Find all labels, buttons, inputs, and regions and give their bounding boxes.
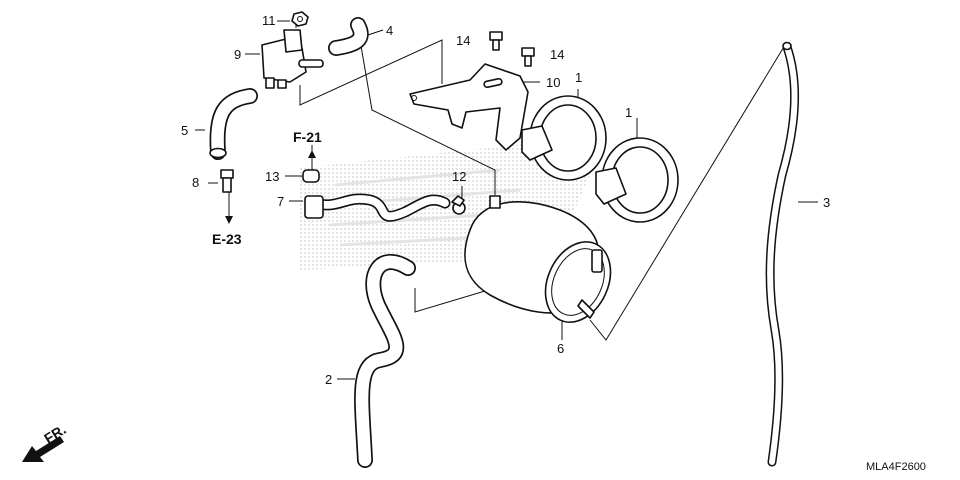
part-number-12: 12 bbox=[452, 169, 466, 184]
front-arrow-icon bbox=[22, 436, 64, 462]
part-12-clip bbox=[451, 195, 466, 215]
part-7-tube bbox=[304, 193, 451, 222]
part-2-bent-hose bbox=[354, 254, 416, 468]
part-number-1-a: 1 bbox=[575, 70, 582, 85]
part-1-band-a bbox=[521, 95, 607, 181]
part-9-solenoid-valve bbox=[261, 29, 324, 89]
part-number-1-b: 1 bbox=[625, 105, 632, 120]
part-number-11: 11 bbox=[262, 13, 276, 28]
part-number-5: 5 bbox=[181, 123, 188, 138]
part-11-nut bbox=[291, 11, 309, 27]
part-number-9: 9 bbox=[234, 47, 241, 62]
part-number-6: 6 bbox=[557, 341, 564, 356]
part-number-10: 10 bbox=[546, 75, 560, 90]
part-number-4: 4 bbox=[386, 23, 393, 38]
part-6-canister bbox=[464, 195, 612, 323]
front-marker-label: FR. bbox=[41, 421, 69, 447]
part-number-14-b: 14 bbox=[550, 47, 564, 62]
diagram-code: MLA4F2600 bbox=[866, 461, 926, 473]
part-13-fitting bbox=[302, 169, 320, 183]
part-14-bolt-a bbox=[489, 31, 503, 51]
part-1-band-b bbox=[595, 137, 679, 223]
part-5-elbow-hose bbox=[209, 88, 258, 160]
part-number-8: 8 bbox=[192, 175, 199, 190]
part-14-bolt-b bbox=[521, 47, 535, 67]
part-3-long-hose bbox=[765, 41, 800, 467]
part-4-small-hose bbox=[328, 17, 369, 56]
part-number-2: 2 bbox=[325, 372, 332, 387]
part-number-3: 3 bbox=[823, 195, 830, 210]
ref-arrow-e23 bbox=[225, 195, 233, 224]
part-10-bracket bbox=[409, 63, 529, 151]
section-ref-e23: E-23 bbox=[212, 231, 242, 247]
part-number-13: 13 bbox=[265, 169, 279, 184]
part-8-joint bbox=[220, 169, 234, 193]
ref-arrow-f21 bbox=[308, 150, 316, 158]
part-number-7: 7 bbox=[277, 194, 284, 209]
section-ref-f21: F-21 bbox=[293, 129, 322, 145]
part-number-14-a: 14 bbox=[456, 33, 470, 48]
